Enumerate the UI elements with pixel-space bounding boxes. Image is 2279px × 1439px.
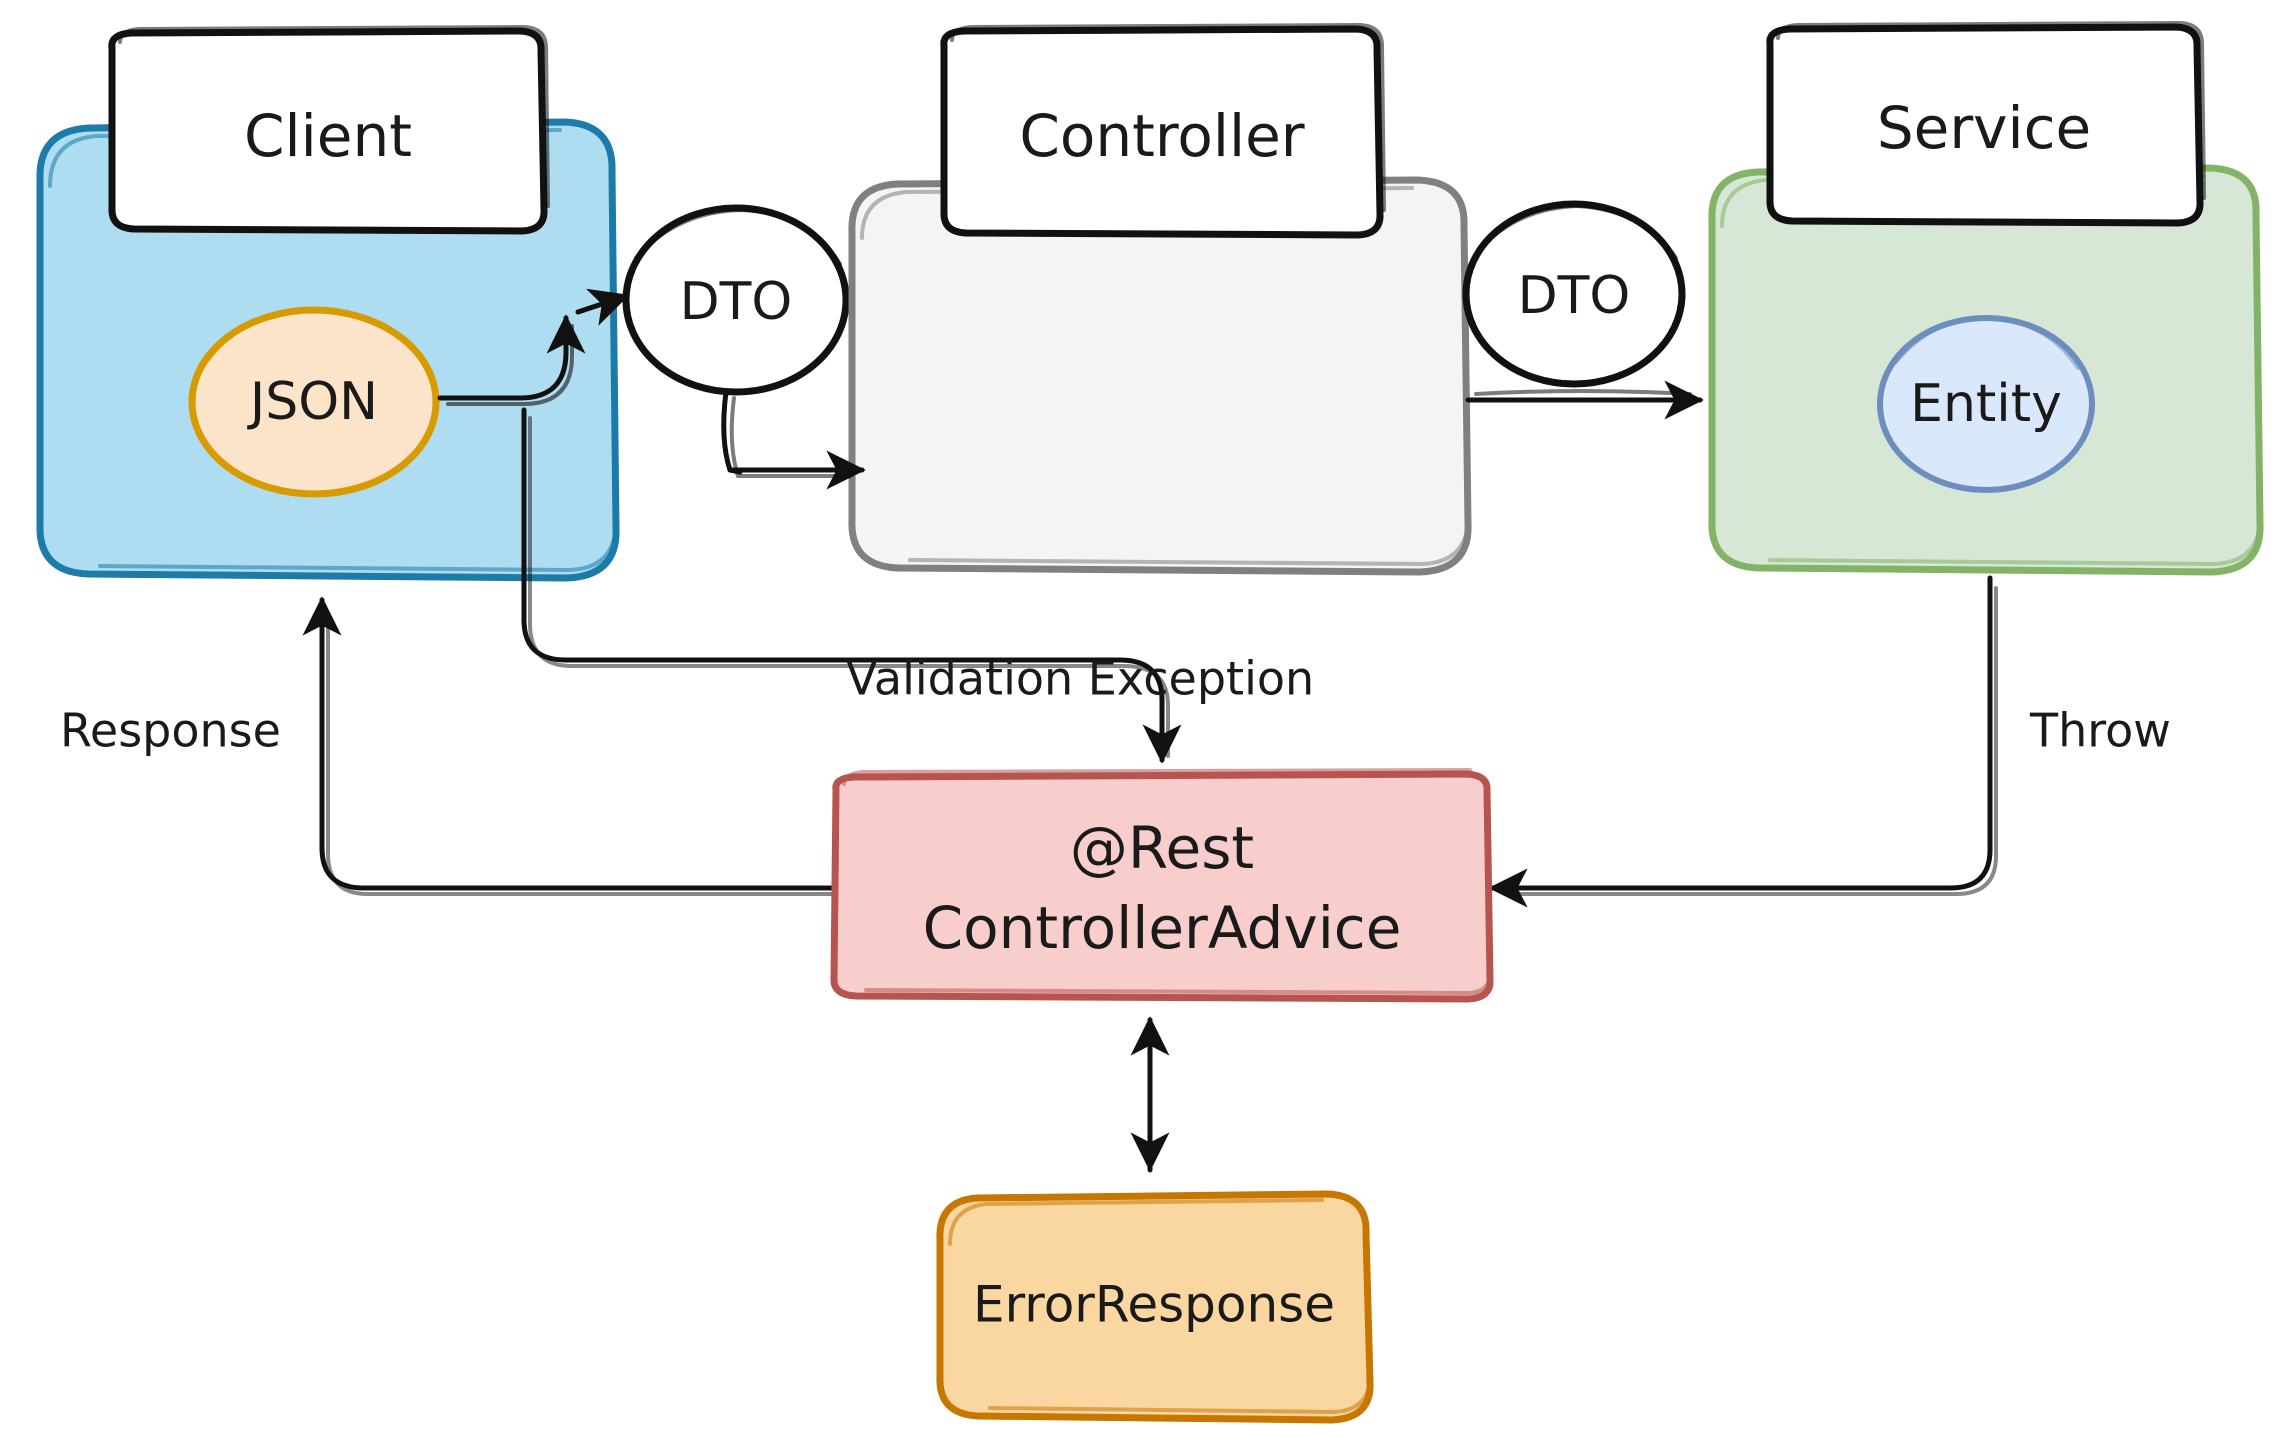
- edge-json-to-dto: [437, 288, 630, 406]
- node-entity-label: Entity: [1910, 374, 2062, 434]
- node-error-response[interactable]: ErrorResponse: [936, 1190, 1374, 1424]
- node-json[interactable]: JSON: [188, 306, 440, 498]
- edge-label-throw: Throw: [2029, 704, 2171, 758]
- edge-throw: Throw: [1488, 575, 2171, 908]
- node-advice-label-line1: @Rest: [1070, 814, 1254, 882]
- edge-response: Response: [60, 596, 841, 896]
- node-client-title[interactable]: Client: [108, 24, 550, 235]
- node-dto-left[interactable]: DTO: [622, 204, 850, 396]
- node-client-label: Client: [244, 102, 412, 170]
- node-rest-controller-advice[interactable]: @Rest ControllerAdvice: [830, 768, 1494, 1003]
- node-dto-left-label: DTO: [680, 272, 793, 332]
- node-controller-title[interactable]: Controller: [940, 22, 1386, 239]
- node-service-label: Service: [1877, 94, 2091, 162]
- edge-label-response: Response: [60, 704, 281, 758]
- node-advice-label-line2: ControllerAdvice: [923, 894, 1402, 962]
- node-controller-container[interactable]: [848, 176, 1472, 576]
- node-json-label: JSON: [247, 372, 378, 432]
- node-dto-right-label: DTO: [1518, 266, 1631, 326]
- node-error-response-label: ErrorResponse: [973, 1276, 1335, 1334]
- edge-dto-to-controller: [721, 389, 866, 490]
- edge-label-validation-exception: Validation Exception: [846, 652, 1314, 706]
- node-controller-label: Controller: [1019, 102, 1304, 170]
- node-entity[interactable]: Entity: [1877, 315, 2095, 493]
- node-service-title[interactable]: Service: [1766, 20, 2206, 227]
- edge-validation-exception: Validation Exception: [521, 407, 1314, 764]
- node-dto-right[interactable]: DTO: [1462, 200, 1686, 388]
- edge-dto-to-service: [1465, 380, 1704, 420]
